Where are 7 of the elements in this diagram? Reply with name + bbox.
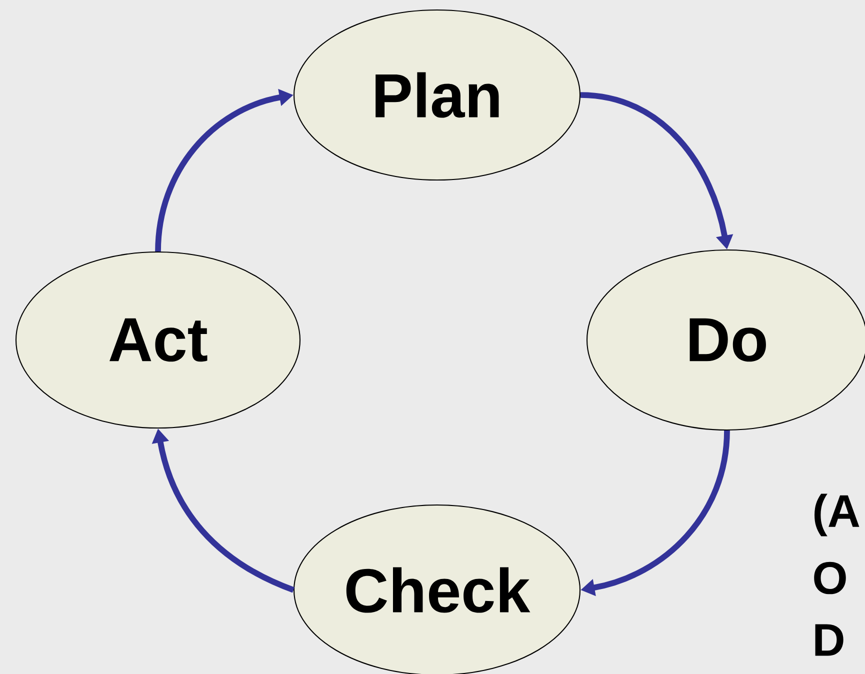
ellipse-node: Plan bbox=[293, 9, 581, 181]
ellipse-node: Act bbox=[15, 251, 301, 429]
side-text: D bbox=[815, 624, 844, 656]
ellipse-node: Check bbox=[293, 504, 581, 674]
side-text: (A bbox=[814, 494, 860, 536]
ellipse-node: Do bbox=[586, 249, 865, 431]
side-text: O bbox=[814, 562, 846, 594]
